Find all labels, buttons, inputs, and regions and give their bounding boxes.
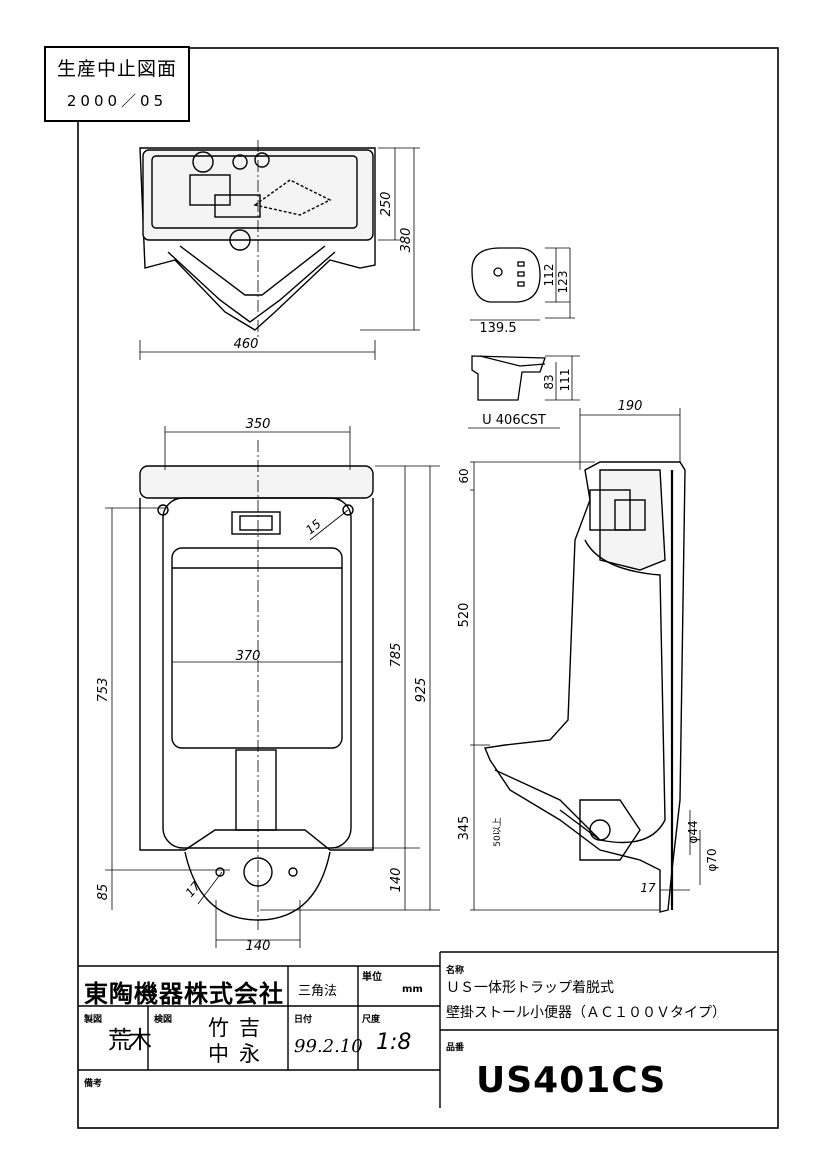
dim-side-60: 60 <box>457 468 471 483</box>
dim-front-925: 925 <box>414 678 429 703</box>
side-view-dims <box>470 408 701 911</box>
name-label: 名称 <box>446 966 465 976</box>
dim-side-345: 345 <box>457 816 472 841</box>
dim-front-trap-width: 140 <box>246 939 271 954</box>
front-view <box>139 440 374 930</box>
scale-label: 尺度 <box>362 1015 381 1025</box>
part-label: U 406CST <box>482 413 546 428</box>
side-view <box>484 461 686 913</box>
unit-value: mm <box>402 984 423 995</box>
dim-side-17: 17 <box>640 881 656 895</box>
dim-top-depth-inner: 250 <box>379 192 394 217</box>
dim-hole-15: 15 <box>303 517 324 538</box>
projection-method: 三角法 <box>298 984 338 999</box>
dim-part-83: 83 <box>542 374 556 389</box>
dim-part-112: 112 <box>542 264 556 287</box>
front-view-dims <box>105 426 440 948</box>
dim-side-depth: 190 <box>618 399 643 414</box>
dim-front-753: 753 <box>96 678 111 703</box>
checked-by-signature-2: 中永 <box>208 1042 270 1066</box>
dim-front-bowl-width: 370 <box>236 649 261 664</box>
part-number: US401CS <box>476 1060 667 1101</box>
remarks-label: 備考 <box>84 1079 103 1089</box>
dim-side-50: 50以上 <box>492 817 503 846</box>
scale-value: 1:8 <box>376 1030 412 1055</box>
stamp-title: 生産中止図面 <box>56 58 177 80</box>
trap-part-views <box>468 247 580 429</box>
dim-front-785: 785 <box>389 643 404 668</box>
dim-hole-17: 17 <box>183 879 204 900</box>
date-value: 99.2.10 <box>294 1036 363 1057</box>
unit-label: 単位 <box>362 972 382 983</box>
dim-side-70: φ70 <box>705 848 719 871</box>
part-no-label: 品番 <box>446 1043 465 1053</box>
drawn-label: 製図 <box>84 1015 103 1025</box>
product-name-line1: ＵＳ一体形トラップ着脱式 <box>446 980 614 996</box>
product-name-line2: 壁掛ストール小便器（ＡＣ１００Ｖタイプ） <box>446 1005 726 1021</box>
title-block-grid <box>78 951 778 1108</box>
drawn-by-signature: 荒木 <box>108 1026 152 1054</box>
checked-label: 検図 <box>154 1015 173 1025</box>
dim-side-520: 520 <box>457 603 472 628</box>
drawing-frame <box>77 47 779 1129</box>
date-label: 日付 <box>294 1015 313 1025</box>
dim-top-depth: 380 <box>399 228 414 253</box>
stamp-date: 2000／05 <box>66 92 168 110</box>
company-name: 東陶機器株式会社 <box>84 980 284 1008</box>
dim-side-44: φ44 <box>686 820 700 843</box>
dim-part-111: 111 <box>558 369 572 392</box>
dim-part-123: 123 <box>556 271 570 294</box>
dim-front-top-width: 350 <box>246 417 271 432</box>
discontinued-stamp: 生産中止図面 2000／05 <box>44 46 190 122</box>
dim-top-width: 460 <box>234 337 259 352</box>
dim-front-140: 140 <box>389 868 404 893</box>
dim-front-85: 85 <box>96 884 111 901</box>
checked-by-signature-1: 竹吉 <box>208 1016 270 1040</box>
dim-part-width: 139.5 <box>479 321 516 336</box>
top-view-dims <box>139 147 420 360</box>
top-view <box>139 140 376 340</box>
